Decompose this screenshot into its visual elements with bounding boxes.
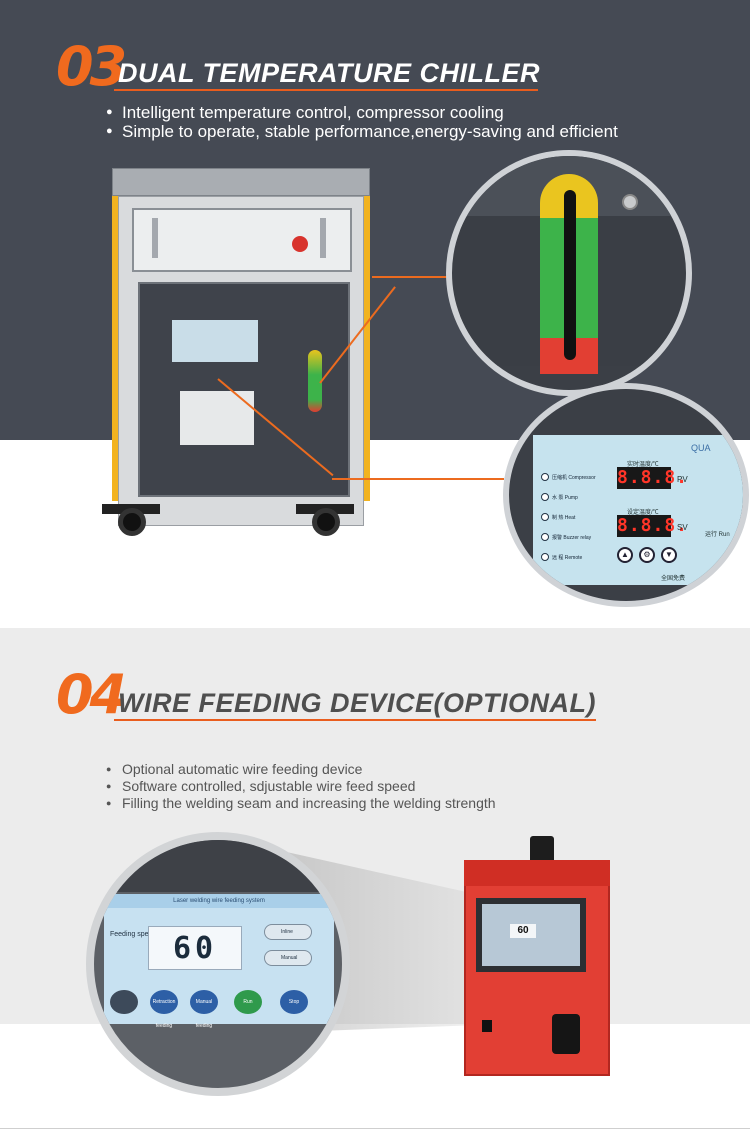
- section-number: 04: [56, 663, 127, 726]
- status-label: 报警 Buzzer relay: [552, 534, 592, 541]
- title-underline: [114, 89, 538, 91]
- led-icon: [541, 553, 549, 561]
- feature-item: Software controlled, sdjustable wire fee…: [106, 778, 496, 795]
- led-icon: [541, 533, 549, 541]
- led-icon: [541, 513, 549, 521]
- divider: [0, 1128, 750, 1129]
- panel-header: Laser welding wire feeding system: [104, 894, 334, 908]
- callout-line: [372, 276, 462, 278]
- brand-label: QUA: [691, 443, 711, 453]
- feeder-panel-frame: [94, 840, 342, 892]
- status-row: 水 泵 Pump: [541, 493, 578, 501]
- run-label: 运行 Run: [705, 532, 730, 538]
- footer-label: 全国免费: [661, 576, 686, 582]
- settings-button[interactable]: ⚙: [639, 547, 655, 563]
- pv-display: 8.8.8.: [617, 467, 689, 489]
- feature-item: Filling the welding seam and increasing …: [106, 795, 496, 812]
- chiller-frame-left: [112, 196, 122, 501]
- feature-item: Optional automatic wire feeding device: [106, 761, 496, 778]
- pv-label: 实时温度/℃: [627, 462, 659, 468]
- run-button[interactable]: Run: [234, 990, 262, 1014]
- feature-item: Intelligent temperature control, compres…: [106, 103, 618, 122]
- up-button[interactable]: ▲: [617, 547, 633, 563]
- emergency-stop-icon: [292, 236, 308, 252]
- controller-panel: 压缩机 Compressor 水 泵 Pump 制 热 Heat 报警 Buzz…: [533, 435, 743, 585]
- status-row: 报警 Buzzer relay: [541, 533, 591, 541]
- manual-button[interactable]: Manual: [264, 950, 312, 966]
- caster-wheel: [118, 508, 146, 536]
- status-label: 水 泵 Pump: [552, 494, 578, 501]
- home-button[interactable]: [110, 990, 138, 1014]
- wire-feeder-image: 60: [460, 836, 612, 1080]
- zoom-controller: 压缩机 Compressor 水 泵 Pump 制 热 Heat 报警 Buzz…: [503, 383, 749, 607]
- down-button[interactable]: ▼: [661, 547, 677, 563]
- led-icon: [541, 493, 549, 501]
- sv-unit: SV: [677, 523, 688, 532]
- feature-list: Optional automatic wire feeding device S…: [106, 761, 496, 812]
- water-level-gauge: [308, 350, 322, 412]
- title-underline: [114, 719, 596, 721]
- section-number: 03: [56, 35, 127, 98]
- feeder-screen: 60: [476, 898, 586, 972]
- status-row: 压缩机 Compressor: [541, 473, 596, 481]
- led-icon: [541, 473, 549, 481]
- feeder-top: [464, 860, 610, 886]
- manual-feeding-button[interactable]: Manual feeding: [190, 990, 218, 1029]
- status-row: 制 热 Heat: [541, 513, 575, 521]
- chiller-controller: [172, 320, 258, 362]
- laser-module: [132, 208, 352, 272]
- level-indicator: [564, 190, 576, 360]
- section-title: DUAL TEMPERATURE CHILLER: [118, 58, 540, 88]
- wire-outlet-knob: [552, 1014, 580, 1054]
- status-label: 制 热 Heat: [552, 514, 576, 521]
- sv-display: 8.8.8.: [617, 515, 689, 537]
- sv-label: 设定温度/℃: [627, 510, 659, 516]
- chiller-frame-right: [360, 196, 370, 501]
- stop-button[interactable]: Stop: [280, 990, 308, 1014]
- zoom-level-gauge: [446, 150, 692, 396]
- status-row: 远 程 Remote: [541, 553, 582, 561]
- handle: [152, 218, 158, 258]
- bolt-icon: [622, 194, 638, 210]
- feed-speed-label: Feeding speed (cm/min): [110, 931, 185, 938]
- pv-unit: PV: [677, 475, 688, 484]
- status-label: 压缩机 Compressor: [552, 474, 596, 481]
- feed-speed-display: 60: [148, 926, 242, 970]
- power-switch-icon: [482, 1020, 492, 1032]
- handle: [320, 218, 326, 258]
- feature-item: Simple to operate, stable performance,en…: [106, 122, 618, 141]
- callout-line: [332, 478, 504, 480]
- chiller-unit-image: [102, 168, 372, 548]
- section-title: WIRE FEEDING DEVICE(OPTIONAL): [118, 688, 597, 718]
- chiller-lid: [112, 168, 370, 196]
- retraction-button[interactable]: Retraction feeding: [150, 990, 178, 1029]
- feeder-screen-value: 60: [510, 924, 536, 938]
- feature-list: Intelligent temperature control, compres…: [106, 103, 618, 141]
- feeder-handle: [530, 836, 554, 864]
- status-label: 远 程 Remote: [552, 554, 583, 561]
- caster-wheel: [312, 508, 340, 536]
- inline-button[interactable]: Inline: [264, 924, 312, 940]
- zoom-feeder-panel: Laser welding wire feeding system Feedin…: [86, 832, 350, 1096]
- feeder-touch-panel: Laser welding wire feeding system Feedin…: [104, 894, 334, 1029]
